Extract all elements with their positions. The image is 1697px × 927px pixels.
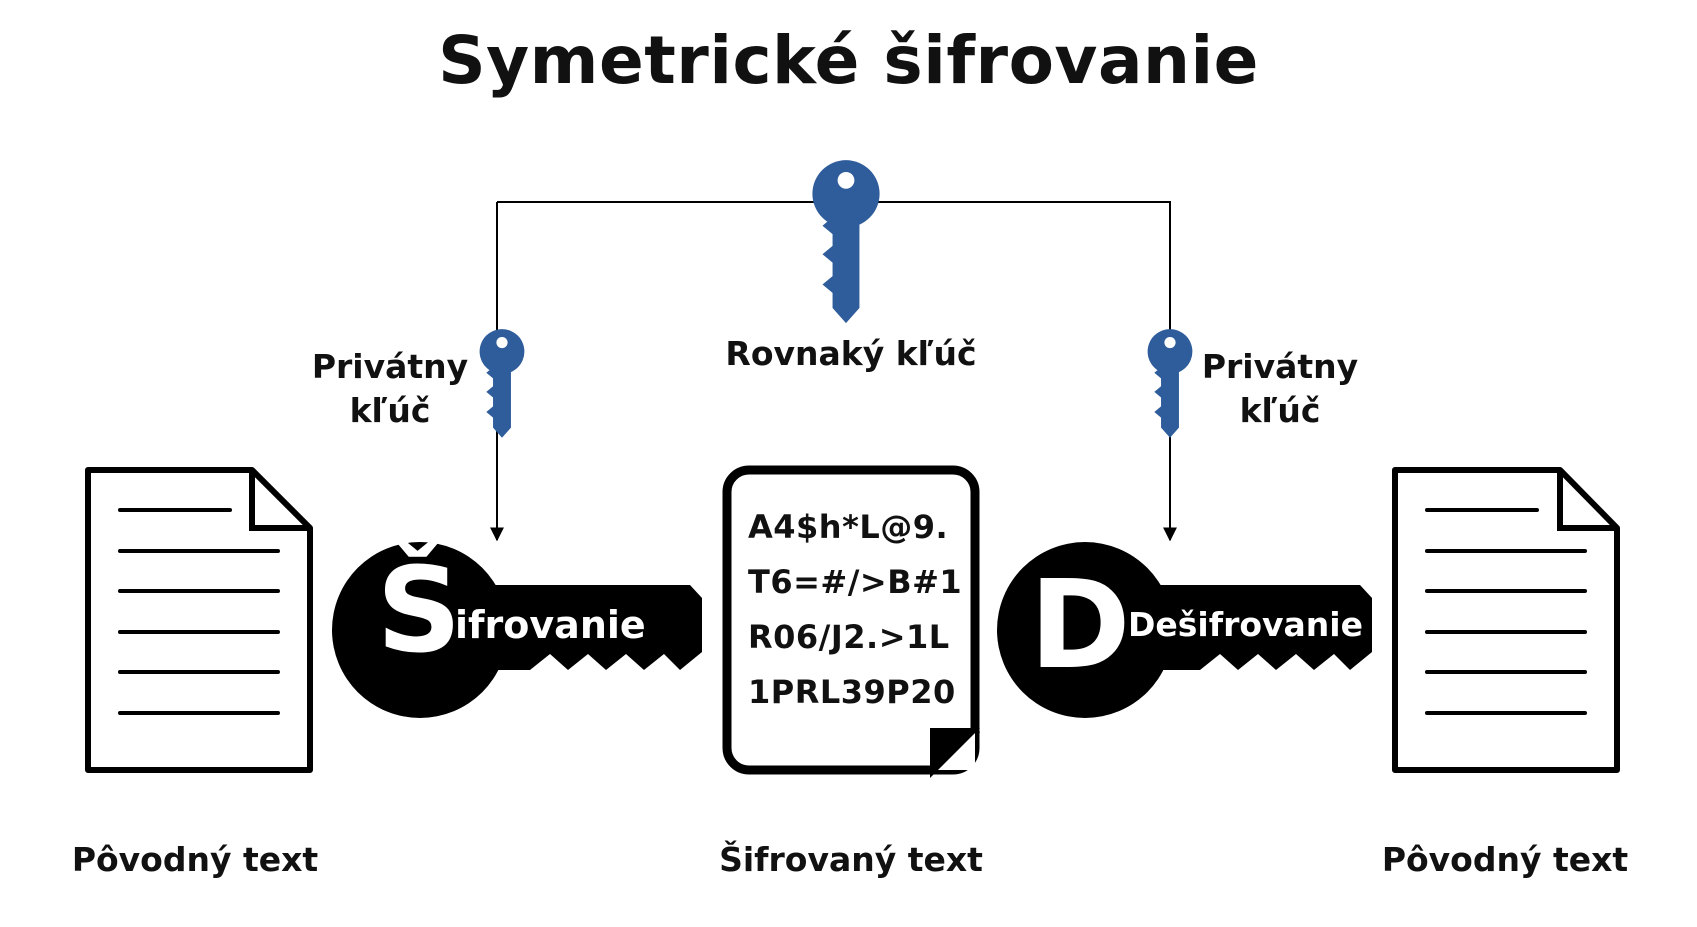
right-private-key-label: Privátny kľúč (1195, 345, 1365, 433)
left-private-key-icon (479, 329, 525, 438)
encryption-key-shape (332, 542, 702, 718)
original-document-left-icon (85, 467, 313, 773)
diagram-title: Symetrické šifrovanie (438, 22, 1259, 99)
ciphertext-line: T6=#/>B#1 (748, 563, 963, 601)
ciphertext-document-icon (722, 465, 981, 778)
caption-ciphertext: Šifrovaný text (719, 840, 983, 879)
decryption-key-shape (997, 542, 1372, 718)
ciphertext-line: 1PRL39P20 (748, 673, 956, 711)
caption-original-right: Pôvodný text (1381, 840, 1629, 879)
shared-key-icon (812, 160, 880, 324)
right-private-key-icon (1147, 329, 1193, 438)
decryption-key-text: Dešifrovanie (1128, 605, 1363, 644)
left-private-key-label: Privátny kľúč (305, 345, 475, 433)
caption-original-left: Pôvodný text (71, 840, 319, 879)
encryption-key-letter: Š (376, 541, 462, 679)
ciphertext-line: R06/J2.>1L (748, 618, 950, 656)
original-document-right-icon (1392, 467, 1620, 773)
right-private-key-label-line1: Privátny (1201, 347, 1359, 386)
shared-key-label: Rovnaký kľúč (725, 334, 977, 373)
right-private-key-label-line2: kľúč (1239, 391, 1321, 430)
left-private-key-label-line1: Privátny (311, 347, 469, 386)
ciphertext-line: A4$h*L@9. (748, 508, 949, 546)
left-private-key-label-line2: kľúč (349, 391, 431, 430)
encryption-key-text: ifrovanie (455, 603, 646, 647)
decryption-key-letter: D (1029, 554, 1131, 696)
